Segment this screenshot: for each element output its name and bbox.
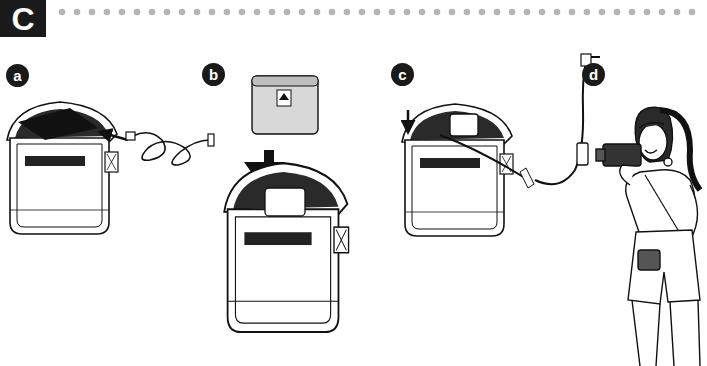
step-letter: d: [582, 63, 605, 86]
section-letter: C: [0, 0, 46, 37]
step-letter: c: [391, 63, 414, 86]
step-letter: a: [6, 64, 29, 87]
step-letter: b: [202, 63, 225, 86]
